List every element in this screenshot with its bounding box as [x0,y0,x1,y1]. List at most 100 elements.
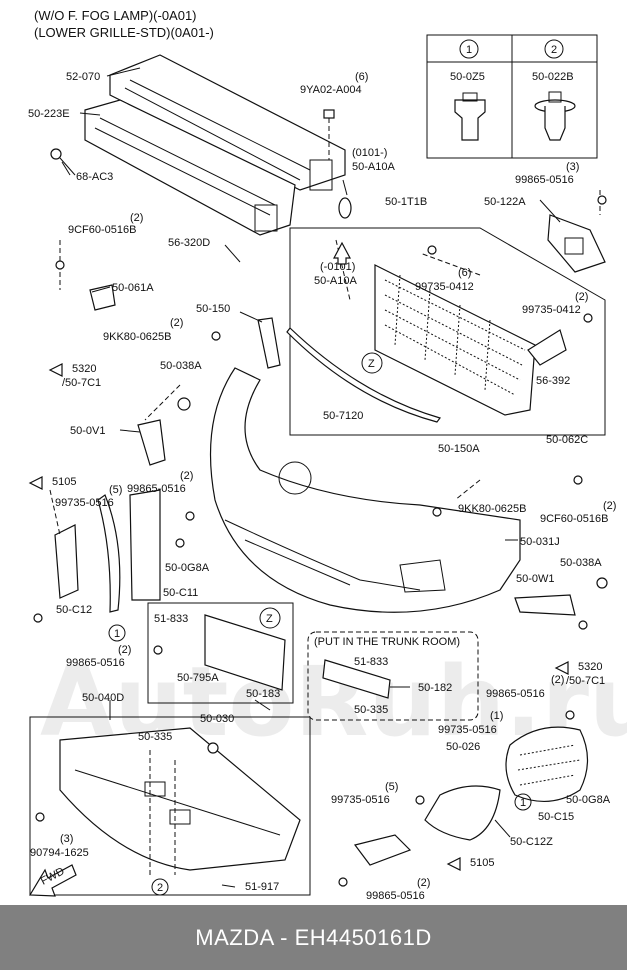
fwd-arrow-icon [28,864,77,897]
label-9cf60-qty: (2) [130,212,143,224]
label-99735-qty-c: (5) [109,484,122,496]
legend-mark-1: 1 [466,44,472,56]
callout-1b: 1 [520,797,526,809]
label-0101-top: (0101-) [352,147,387,159]
label-50-150a: 50-150A [438,443,480,455]
label-9ya02: 9YA02-A004 [300,84,362,96]
ref-5320-a: 5320 [72,363,96,375]
label-99865-qty-mid: (2) [180,470,193,482]
label-51-833-a: 51-833 [154,613,188,625]
label-99865-qty-left: (2) [118,644,131,656]
up-arrow-icon [333,241,351,265]
clip-legend: 1 2 50-0Z5 50-022B [426,34,598,159]
label-50-038a-b: 50-038A [560,557,602,569]
label-50-062c: 50-062C [546,434,588,446]
parts-diagram: AutoRuh.ru (W/O F. FOG LAMP)(-0A01) (LOW… [28,8,627,902]
label-99735-qty-e: (5) [385,781,398,793]
label-50-031j: 50-031J [520,536,560,548]
zoom-callout-z2: Z [266,613,273,625]
label-50-a10a-top: 50-A10A [352,161,395,173]
label-50-150: 50-150 [196,303,230,315]
label-trunk-room: (PUT IN THE TRUNK ROOM) [314,636,460,648]
label-9kk80-qty: (2) [170,317,183,329]
part-number: MAZDA - EH4450161D [195,924,432,950]
ref-arrow-icon [554,661,569,675]
label-50-c11: 50-C11 [163,587,198,599]
license-bracket-50-183 [204,614,286,691]
label-90794-qty: (3) [60,833,73,845]
label-9kk80: 9KK80-0625B [103,331,172,343]
bracket-50-0w1 [514,594,576,616]
label-99735-qty-d: (1) [490,710,503,722]
label-50-0g8a-a: 50-0G8A [165,562,210,574]
side-bracket-50-c11 [129,489,161,601]
label-99865-mid: 99865-0516 [127,483,186,495]
lamp-bezel-50-c15 [505,726,589,803]
label-99735-c: 99735-0516 [55,497,114,509]
bracket-50-0v1 [137,419,166,466]
label-50-335-b: 50-335 [138,731,172,743]
label-50-335-a: 50-335 [354,704,388,716]
front-bumper-cover [209,367,521,613]
label-50-030: 50-030 [200,713,234,725]
zoom-callout-z1: Z [368,358,375,370]
cap-50-a10a-top-icon [338,197,352,219]
callout-2a: 2 [157,882,163,894]
label-99865-bot: 99865-0516 [366,890,425,902]
label-68-ac3: 68-AC3 [76,171,113,183]
label-50-122a: 50-122A [484,196,526,208]
ref-5320-b: 5320 [578,661,602,673]
label-50-0w1: 50-0W1 [516,573,555,585]
ref-5105-a: 5105 [52,476,76,488]
lamp-bezel-50-c12z [424,785,501,841]
label-50-183: 50-183 [246,688,280,700]
label-50-1t1b: 50-1T1B [385,196,427,208]
label-50-a10a-mid: 50-A10A [314,275,357,287]
label-99865-top: 99865-0516 [515,174,574,186]
legend-mark-2: 2 [551,44,557,56]
label-50-061a: 50-061A [112,282,154,294]
ref-5105-b: 5105 [470,857,494,869]
label-50-795a: 50-795A [177,672,219,684]
label-99735-b: 99735-0412 [522,304,581,316]
label-50-038a-a: 50-038A [160,360,202,372]
label-9cf60-qty-b: (2) [603,500,616,512]
label-50-0g8a-b: 50-0G8A [566,794,611,806]
label-9kk80-b: 9KK80-0625B [458,503,527,515]
license-bracket-box [147,602,294,704]
nut-9ya02-icon [323,109,335,160]
label-9cf60-b: 9CF60-0516B [540,513,609,525]
ref-arrow-icon [446,857,461,871]
label-50-026: 50-026 [446,741,480,753]
trunk-room-box [307,631,479,721]
bolt-68-ac3-icon [50,148,76,176]
label-99735-a: 99735-0412 [415,281,474,293]
bracket-56-392 [527,329,567,366]
lamp-cover-left [54,524,79,599]
clip-square-icon [454,99,486,141]
label-52-070: 52-070 [66,71,100,83]
label-9cf60: 9CF60-0516B [68,224,137,236]
bracket-50-122a [547,214,606,273]
legend-part-1: 50-0Z5 [450,71,485,83]
label-9ya02-qty: (6) [355,71,368,83]
label-56-320d: 56-320D [168,237,210,249]
bracket-50-150 [257,317,281,369]
legend-part-2: 50-022B [532,71,574,83]
label-50-182: 50-182 [418,682,452,694]
fasteners [33,195,608,887]
diagram-title-line1: (W/O F. FOG LAMP)(-0A01) [34,8,197,23]
label-99865-qty-low: (2) [551,674,564,686]
ref-arrow-icon [28,476,43,490]
label-51-833-b: 51-833 [354,656,388,668]
label-50-040d: 50-040D [82,692,124,704]
upper-grille [374,264,536,416]
molding-50-7120 [286,327,442,423]
label-50-0v1: 50-0V1 [70,425,105,437]
label-90794: 90794-1625 [30,847,89,859]
ref-50-7c1-b: /50-7C1 [566,675,605,687]
bumper-reinforcement [84,54,346,236]
label-99735-d: 99735-0516 [438,724,497,736]
cover-50-c12 [97,494,121,613]
label-99865-low: 99865-0516 [486,688,545,700]
